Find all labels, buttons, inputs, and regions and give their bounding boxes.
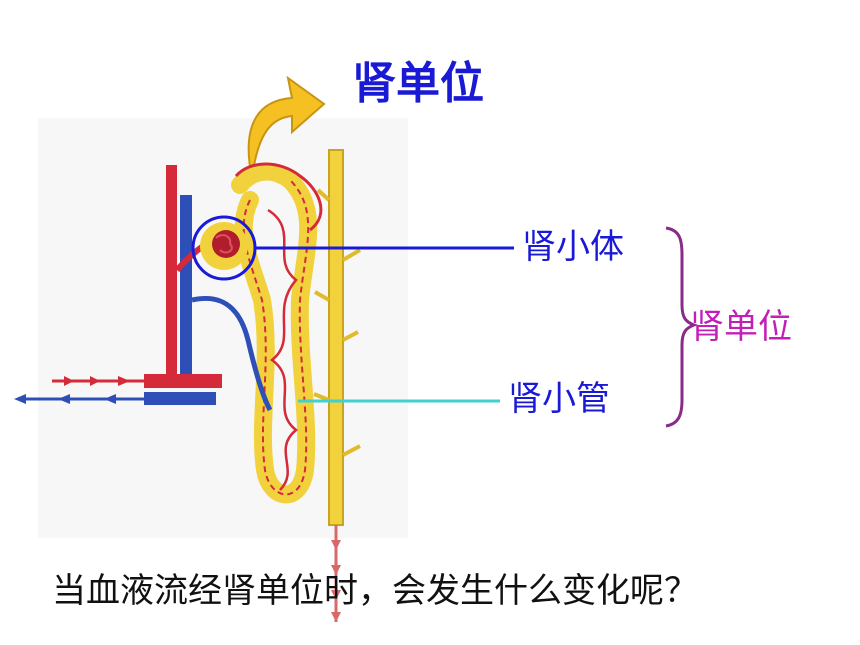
flow-arrows xyxy=(14,376,144,404)
glomerulus xyxy=(200,222,248,270)
curved-arrow-icon xyxy=(247,75,326,179)
renal-tubule xyxy=(231,162,323,504)
nephron-label: 肾单位 xyxy=(690,307,792,347)
nephron-brace xyxy=(665,226,699,428)
collecting-duct xyxy=(313,149,362,526)
diagram-title: 肾单位 xyxy=(352,58,484,109)
blood-vessels xyxy=(144,165,273,412)
renal-tubule-label: 肾小管 xyxy=(508,379,610,419)
outflow-arrows xyxy=(331,525,341,622)
illustration-background xyxy=(38,118,408,538)
renal-corpuscle-highlight xyxy=(191,215,257,281)
question-text: 当血液流经肾单位时，会发生什么变化呢？ xyxy=(52,571,698,611)
renal-corpuscle-label: 肾小体 xyxy=(522,227,624,267)
